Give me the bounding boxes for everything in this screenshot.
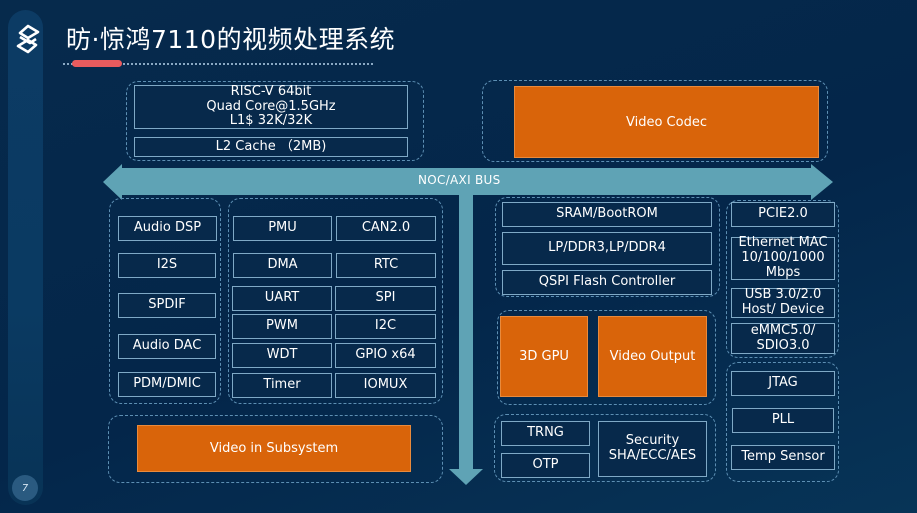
interface-block: eMMC5.0/ SDIO3.0	[731, 323, 835, 354]
audio-block: I2S	[118, 253, 216, 278]
interface-line: Host/ Device	[741, 302, 825, 317]
system-block: JTAG	[731, 371, 835, 396]
page-number: 7	[12, 475, 38, 501]
title-divider	[63, 63, 373, 65]
interface-block: PCIE2.0	[731, 202, 835, 227]
sidebar	[8, 10, 43, 505]
bus-arrow-right-icon	[811, 164, 833, 200]
peripheral-block: CAN2.0	[336, 216, 436, 241]
memory-block: QSPI Flash Controller	[502, 270, 712, 295]
title-accent-bar	[72, 60, 122, 67]
system-block: PLL	[732, 408, 834, 433]
video-output-block: Video Output	[598, 316, 707, 397]
interfaces-group	[726, 200, 839, 358]
video-codec-group	[482, 80, 828, 162]
peripheral-block: RTC	[336, 253, 436, 278]
interface-line: 10/100/1000	[741, 250, 825, 266]
slide-title: 昉·惊鸿7110的视频处理系统	[66, 25, 396, 54]
video-codec-block: Video Codec	[514, 86, 819, 158]
peripheral-block: GPIO x64	[335, 343, 436, 368]
interface-line: eMMC5.0/	[750, 322, 816, 338]
audio-block: PDM/DMIC	[118, 372, 216, 397]
graphics-group	[497, 310, 716, 405]
peripheral-block: PMU	[233, 216, 332, 241]
peripheral-block: I2C	[335, 314, 436, 339]
peripheral-block: PWM	[232, 314, 332, 339]
system-block: Temp Sensor	[731, 445, 835, 470]
security-line: SHA/ECC/AES	[608, 448, 697, 463]
peripheral-block: DMA	[233, 253, 332, 278]
peripheral-block: UART	[232, 286, 332, 311]
cpu-core-line: RISC-V 64bit	[230, 83, 312, 99]
memory-group	[495, 197, 720, 297]
security-group	[494, 414, 716, 482]
noc-axi-bus	[120, 168, 812, 195]
security-engine-block: Security SHA/ECC/AES	[598, 421, 707, 477]
interface-line: SDIO3.0	[756, 337, 810, 353]
video-in-block: Video in Subsystem	[137, 425, 411, 472]
security-line: Security	[625, 433, 680, 449]
audio-group	[109, 198, 221, 404]
cpu-core-line: Quad Core@1.5GHz	[206, 98, 336, 114]
cpu-core-block: RISC-V 64bit Quad Core@1.5GHz L1$ 32K/32…	[134, 83, 408, 129]
interface-line: Mbps	[765, 264, 801, 280]
interface-line: PCIE2.0	[758, 206, 808, 222]
bus-arrow-left-icon	[103, 164, 122, 200]
peripheral-block: WDT	[232, 343, 332, 368]
starfive-logo-icon	[16, 24, 40, 54]
memory-block: LP/DDR3,LP/DDR4	[502, 232, 712, 265]
interface-line: USB 3.0/2.0	[744, 287, 822, 303]
interface-block: Ethernet MAC 10/100/1000 Mbps	[731, 235, 835, 280]
audio-block: SPDIF	[118, 293, 216, 318]
audio-block: Audio DSP	[118, 216, 217, 241]
cpu-core-line: L1$ 32K/32K	[229, 113, 313, 129]
bus-arrow-down-icon	[449, 469, 483, 485]
peripheral-block: SPI	[335, 286, 436, 311]
peripheral-block: Timer	[232, 373, 332, 398]
video-in-group	[108, 415, 443, 483]
interface-line: Ethernet MAC	[738, 235, 828, 251]
bus-label: NOC/AXI BUS	[418, 173, 501, 187]
trng-block: TRNG	[501, 421, 590, 446]
audio-block: Audio DAC	[118, 334, 216, 359]
cpu-group	[126, 81, 424, 161]
peripherals-group	[228, 198, 443, 404]
l2-cache-block: L2 Cache （2MB)	[134, 137, 408, 157]
memory-block: SRAM/BootROM	[502, 202, 712, 227]
otp-block: OTP	[501, 453, 590, 478]
gpu-block: 3D GPU	[500, 316, 588, 397]
interface-block: USB 3.0/2.0 Host/ Device	[731, 287, 835, 318]
system-group	[726, 362, 839, 482]
peripheral-block: IOMUX	[335, 373, 436, 398]
bus-vertical-branch	[459, 194, 473, 470]
